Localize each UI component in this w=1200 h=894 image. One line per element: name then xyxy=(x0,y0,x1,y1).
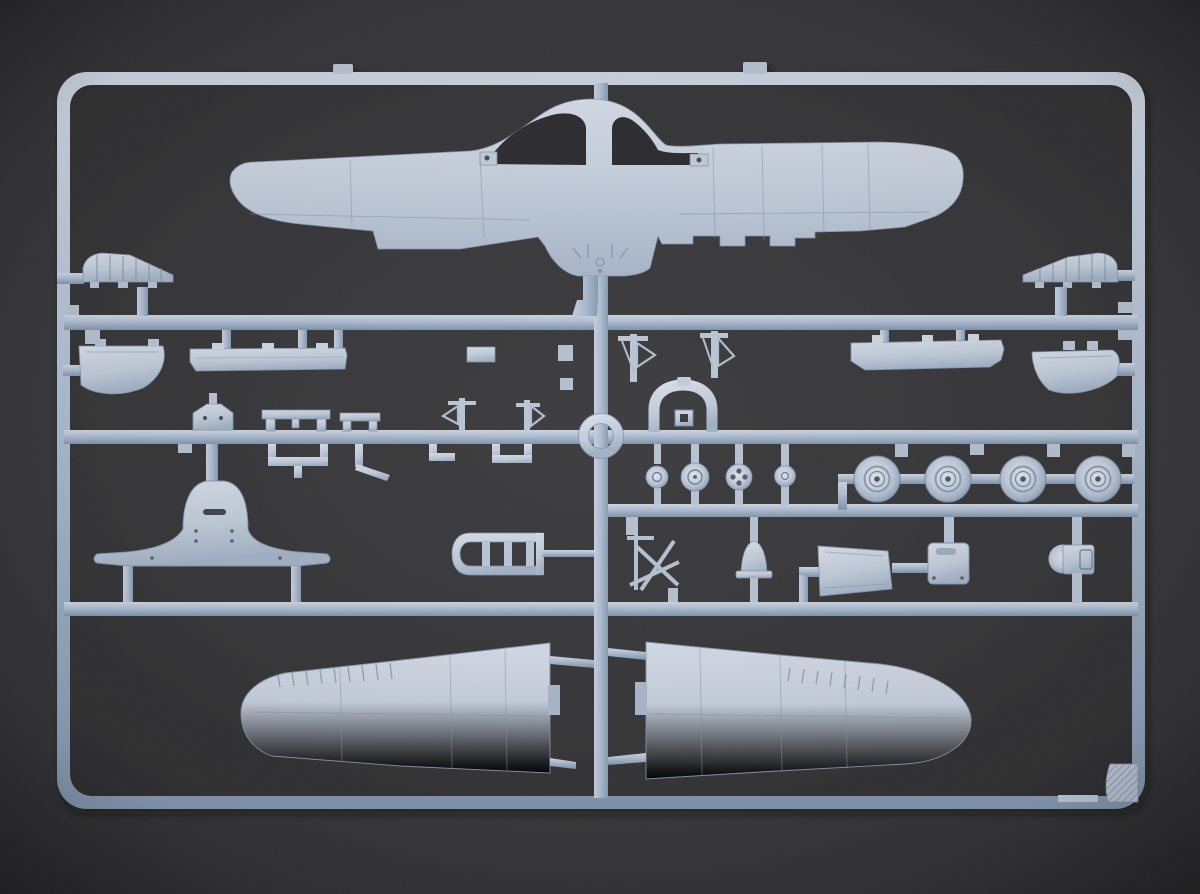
sprue-photo xyxy=(0,0,1200,894)
photo-vignette-overlay xyxy=(0,0,1200,894)
photo-canvas xyxy=(0,0,1200,894)
